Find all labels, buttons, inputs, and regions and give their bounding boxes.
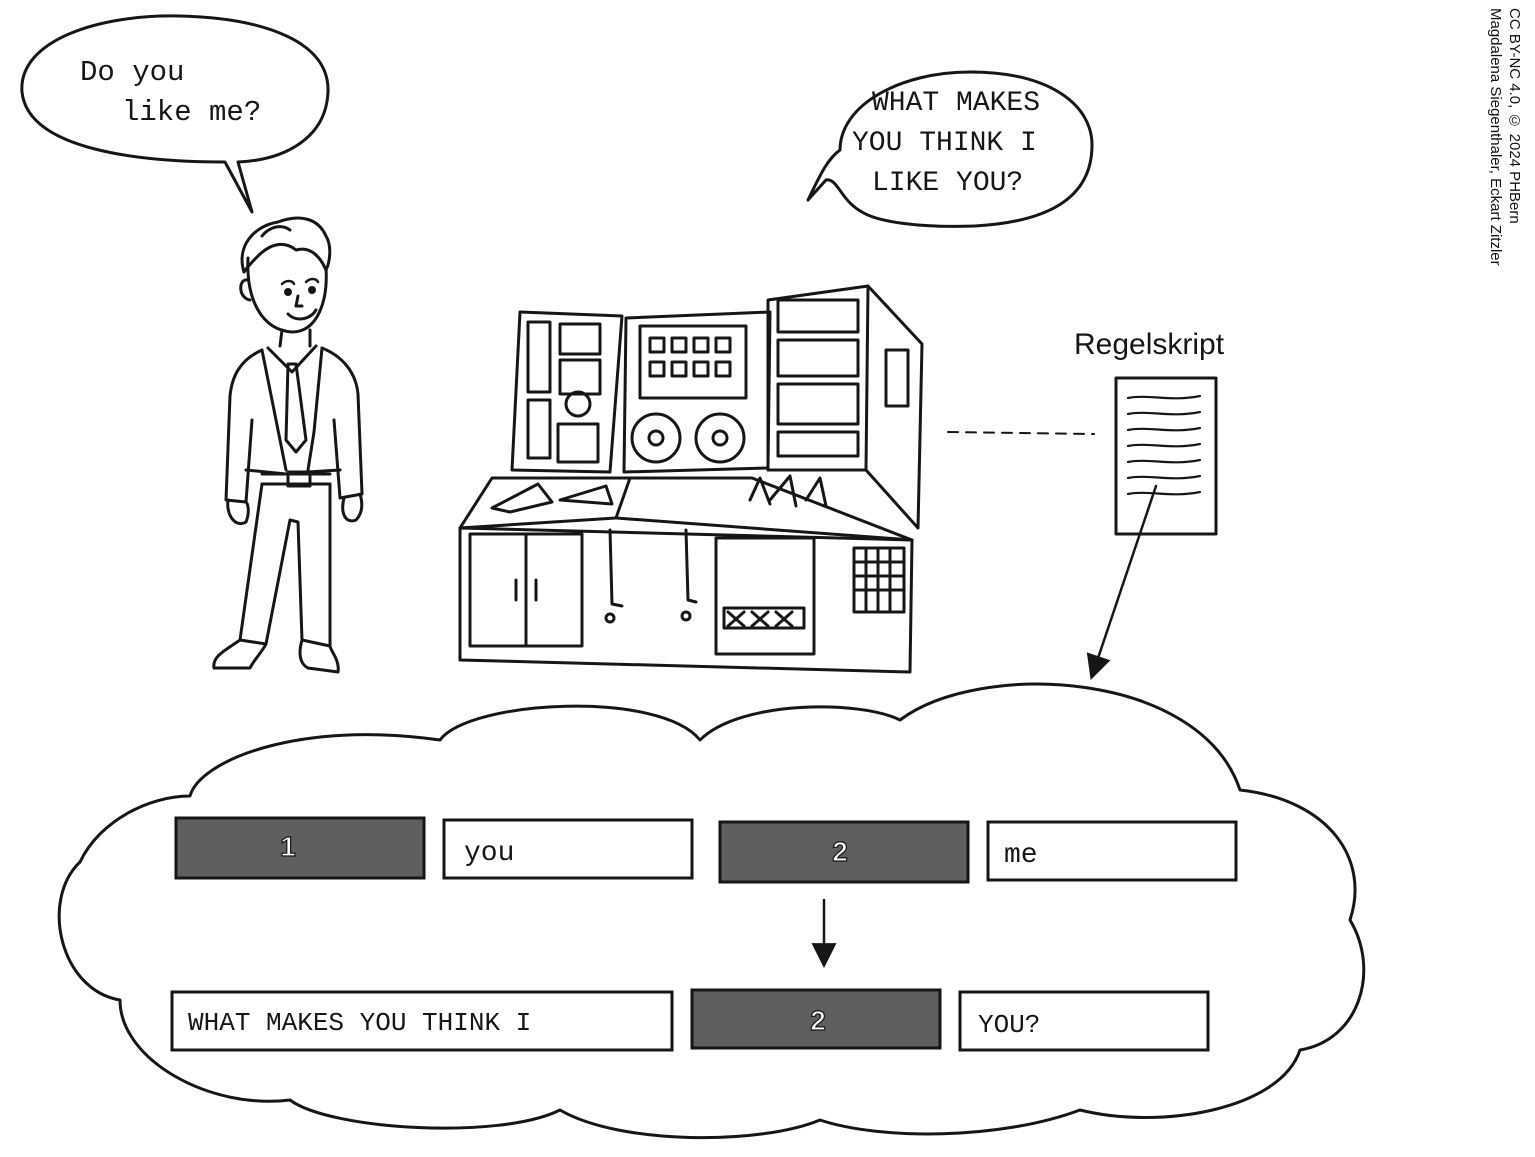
credit-text: CC BY-NC 4.0, © 2024 PHBern Magdalena Si…	[1486, 8, 1524, 266]
person-figure	[212, 216, 364, 674]
response-slot-2	[690, 988, 942, 1050]
human-speech-bubble	[20, 14, 330, 214]
response-text-prefix	[170, 990, 674, 1052]
pattern-row: 1 you 2 me	[174, 816, 1238, 884]
response-row: WHAT MAKES YOU THINK I 2 YOU?	[170, 988, 1210, 1052]
mainframe-computer	[458, 284, 924, 674]
response-text-suffix	[958, 990, 1210, 1052]
credit-license: CC BY-NC 4.0, © 2024 PHBern	[1506, 8, 1523, 224]
computer-speech-line-2: YOU THINK I	[852, 128, 1037, 159]
human-speech-line-1: Do you	[80, 56, 184, 89]
rule-script-label: Regelskript	[1074, 328, 1225, 361]
script-link-dashed	[947, 431, 1095, 435]
computer-speech-line-3: LIKE YOU?	[872, 168, 1023, 199]
pattern-slot-2-label: 2	[832, 836, 848, 867]
response-text-suffix-label: YOU?	[978, 1010, 1040, 1040]
pattern-slot-1	[174, 816, 426, 880]
pattern-slot-2	[718, 820, 970, 884]
response-slot-2-label: 2	[810, 1005, 826, 1036]
computer-speech-bubble	[806, 70, 1094, 228]
pattern-word-me-label: me	[1004, 840, 1038, 871]
pattern-word-me	[986, 820, 1238, 882]
rule-script-document	[1114, 376, 1218, 536]
pattern-slot-1-label: 1	[280, 831, 296, 862]
computer-speech-line-1: WHAT MAKES	[872, 88, 1040, 119]
processing-cloud	[57, 682, 1366, 1140]
pattern-word-you-label: you	[464, 838, 514, 869]
pattern-word-you	[442, 818, 694, 880]
human-speech-line-2: like me?	[122, 96, 261, 129]
credit-authors: Magdalena Siegenthaler, Eckart Zitzler	[1487, 8, 1504, 266]
script-to-memory-arrow	[1086, 484, 1158, 680]
response-text-prefix-label: WHAT MAKES YOU THINK I	[188, 1008, 531, 1038]
